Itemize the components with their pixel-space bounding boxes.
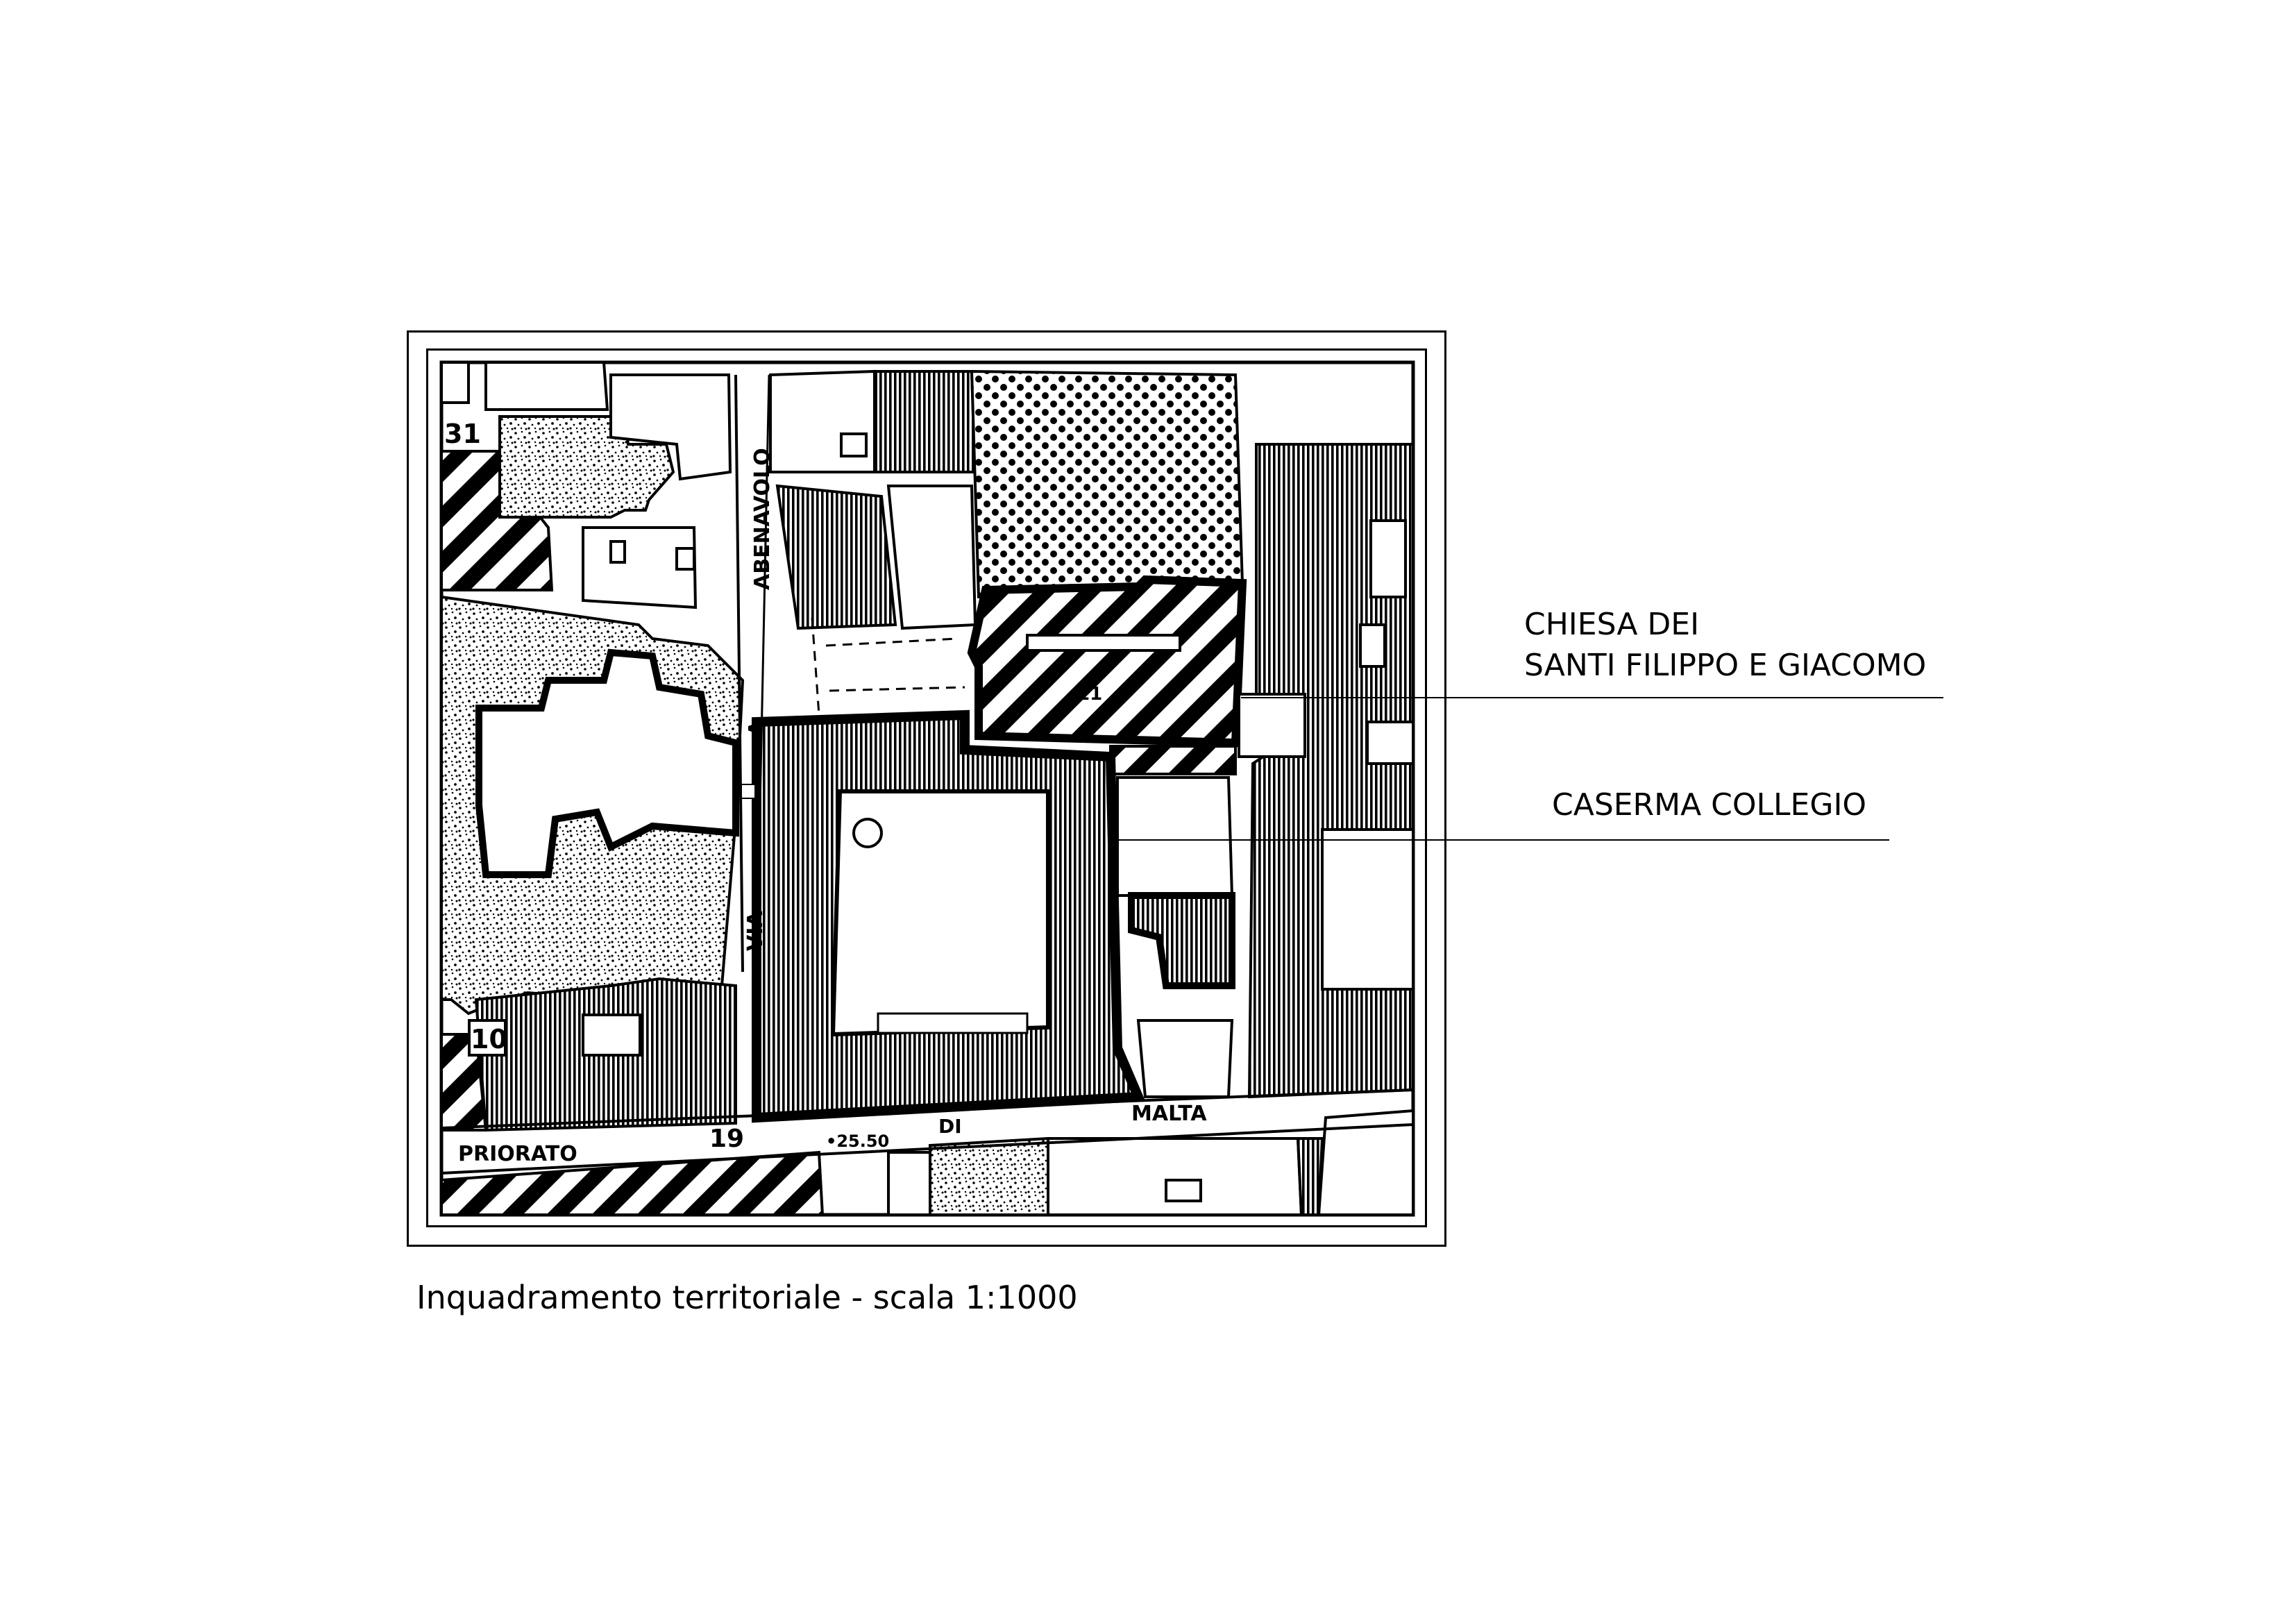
barracks-label: CASERMA COLLEGIO — [1552, 787, 1867, 823]
street-via: VIA — [743, 911, 768, 951]
map-caption: Inquadramento territoriale - scala 1:100… — [416, 1279, 1078, 1316]
civic-11: 11 — [1077, 684, 1102, 705]
annex-east — [1128, 892, 1235, 989]
block-south-stipple — [929, 1136, 1054, 1215]
block-north-vert2 — [775, 484, 897, 630]
barracks-courtyard — [830, 789, 1050, 1037]
block-west-white — [475, 648, 739, 878]
street-di: DI — [938, 1115, 962, 1138]
elevation-label: •25.50 — [826, 1132, 889, 1151]
church-label-line2: SANTI FILIPPO E GIACOMO — [1524, 648, 1927, 684]
church-outline — [967, 575, 1247, 748]
civic-31: 31 — [444, 419, 481, 449]
civic-10: 10 — [471, 1024, 507, 1054]
street-priorato: PRIORATO — [458, 1142, 577, 1166]
street-via-letter-a: A — [744, 721, 767, 736]
map-outer-frame — [407, 330, 1446, 1247]
map-inner-frame — [426, 348, 1427, 1227]
street-malta: MALTA — [1131, 1102, 1207, 1126]
church-label-line1: CHIESA DEI — [1524, 607, 1700, 642]
church-label: CHIESA DEI SANTI FILIPPO E GIACOMO — [1524, 604, 1926, 687]
street-abenavolo: ABENAVOLO — [750, 448, 775, 590]
civic-19: 19 — [709, 1125, 744, 1153]
